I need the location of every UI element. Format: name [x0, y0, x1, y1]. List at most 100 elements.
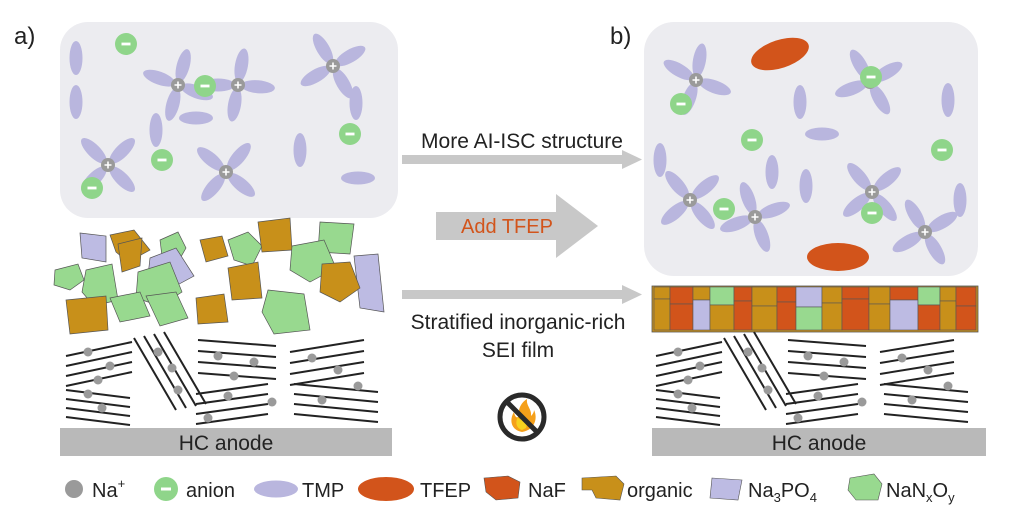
tmp-molecule — [349, 86, 363, 120]
tmp-molecule — [692, 43, 707, 78]
organic-fragment — [65, 295, 109, 335]
plus-icon — [104, 161, 112, 169]
anion — [713, 198, 735, 220]
tmp-molecule — [720, 215, 753, 233]
tmp-molecule — [691, 175, 719, 200]
tmp-molecule — [69, 85, 83, 119]
carbon-layer — [289, 372, 365, 386]
organic-grain — [751, 286, 778, 307]
legend-organic-swatch — [581, 475, 625, 501]
tmp-molecule — [335, 45, 366, 67]
nanxoy-fragment — [227, 231, 263, 267]
cation — [219, 165, 233, 179]
na-ion — [857, 397, 867, 407]
carbon-layer — [65, 398, 131, 408]
carbon-layer — [195, 403, 269, 415]
na-ion — [943, 381, 953, 391]
nanxoy-fragment — [261, 289, 311, 335]
nanxoy-grain — [709, 286, 735, 306]
carbon-layer — [65, 341, 133, 357]
carbon-layer — [195, 383, 269, 395]
na-ion — [757, 363, 767, 373]
cation — [326, 59, 340, 73]
tmp-molecule — [165, 87, 181, 121]
na-ion — [839, 357, 849, 367]
na-ion — [83, 347, 93, 357]
na-ion — [695, 361, 705, 371]
anion — [741, 129, 763, 151]
organic-fragment — [257, 217, 293, 253]
tmp-molecule — [892, 231, 923, 253]
arrow-bottom-label-1: Stratified inorganic-rich — [411, 311, 626, 334]
na-ion — [743, 347, 753, 357]
na-ion — [229, 371, 239, 381]
tmp-molecule — [109, 166, 136, 193]
carbon-layer — [655, 407, 721, 417]
legend-anion-label: anion — [186, 480, 235, 502]
tmp-molecule — [805, 127, 839, 141]
tmp-molecule — [953, 183, 967, 217]
carbon-layer — [143, 335, 187, 409]
carbon-layer — [195, 393, 269, 405]
tmp-molecule — [799, 169, 813, 203]
carbon-layer — [289, 339, 365, 353]
carbon-layer — [655, 398, 721, 408]
legend-naf-label: NaF — [528, 480, 566, 502]
legend-tmp-label: TMP — [302, 480, 344, 502]
carbon-layer — [293, 413, 379, 423]
tmp-molecule — [661, 200, 689, 225]
naf-grain — [889, 286, 919, 301]
minus-icon — [866, 75, 876, 79]
na-ion — [673, 389, 683, 399]
tmp-molecule — [175, 49, 191, 83]
anion — [194, 75, 216, 97]
organic-grain — [709, 304, 735, 331]
na-ion — [907, 395, 917, 405]
carbon-layer — [883, 413, 969, 423]
cation — [231, 78, 245, 92]
plus-icon — [234, 81, 242, 89]
minus-icon — [937, 148, 947, 152]
carbon-layer — [197, 350, 277, 358]
na-ion — [819, 371, 829, 381]
minus-icon — [747, 138, 757, 142]
carbon-layer — [655, 341, 723, 357]
na-ion — [83, 389, 93, 399]
naf-grain — [955, 305, 977, 331]
tmp-molecule — [904, 199, 926, 230]
na3po4-grain — [889, 299, 919, 331]
tmp-molecule — [109, 137, 136, 164]
organic-grain — [653, 286, 671, 300]
tmp-molecule — [226, 143, 251, 171]
cation — [171, 78, 185, 92]
carbon-layer — [289, 361, 365, 375]
organic-fragment — [199, 235, 229, 263]
carbon-layer — [753, 331, 797, 405]
nanxoy-fragment — [109, 291, 151, 323]
tmp-molecule — [698, 78, 731, 96]
nanxoy-grain — [795, 306, 823, 331]
legend-nanxoy-label: NaNxOy — [886, 480, 955, 505]
legend-anion-swatch — [154, 477, 178, 501]
carbon-layer — [65, 351, 133, 367]
minus-icon — [161, 487, 171, 491]
carbon-layer — [883, 383, 969, 393]
anion — [151, 149, 173, 171]
carbon-layer — [655, 361, 723, 377]
carbon-layer — [879, 339, 955, 353]
organic-grain — [939, 286, 957, 302]
carbon-layer — [163, 331, 207, 405]
tmp-molecule — [753, 219, 771, 252]
naf-grain — [669, 303, 694, 331]
minus-icon — [121, 42, 131, 46]
molecules-panel-a — [69, 33, 375, 201]
anion — [81, 177, 103, 199]
plus-icon — [686, 196, 694, 204]
organic-grain — [939, 300, 957, 331]
cation — [865, 185, 879, 199]
organic-grain — [692, 286, 711, 301]
legend-tfep-swatch — [358, 477, 414, 501]
na-ion — [203, 413, 213, 423]
legend-nanxoy-swatch — [847, 473, 883, 501]
